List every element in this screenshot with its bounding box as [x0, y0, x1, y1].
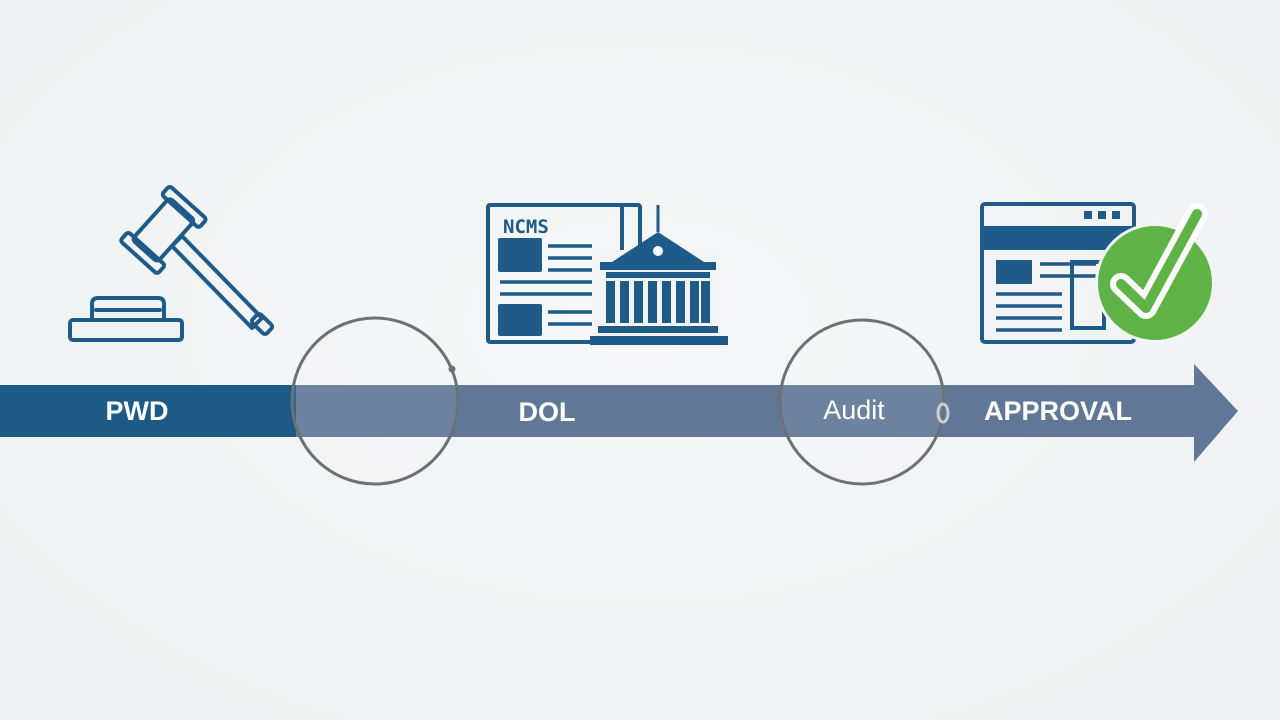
government-building-icon	[590, 205, 728, 350]
newspaper-masthead: NCMS	[503, 216, 549, 238]
stage-ring-2	[778, 318, 950, 486]
browser-check-icon	[980, 202, 1215, 344]
gavel-icon	[68, 184, 275, 342]
stage-ring-1	[290, 316, 460, 486]
newspaper-building-icon: NCMS	[486, 203, 728, 350]
step-label-audit: Audit	[823, 395, 885, 425]
ring-marker-dot	[448, 365, 456, 373]
step-label-approval: APPROVAL	[984, 396, 1132, 426]
step-label-dol: DOL	[519, 397, 576, 427]
arrow-head	[1194, 364, 1238, 462]
timeline-arrow	[0, 364, 1238, 462]
arrow-segment-pwd	[0, 385, 300, 437]
arrow-segment-rest	[296, 385, 1198, 437]
ring-connector	[936, 402, 950, 424]
check-badge-icon	[1095, 203, 1215, 343]
step-label-pwd: PWD	[106, 396, 169, 426]
